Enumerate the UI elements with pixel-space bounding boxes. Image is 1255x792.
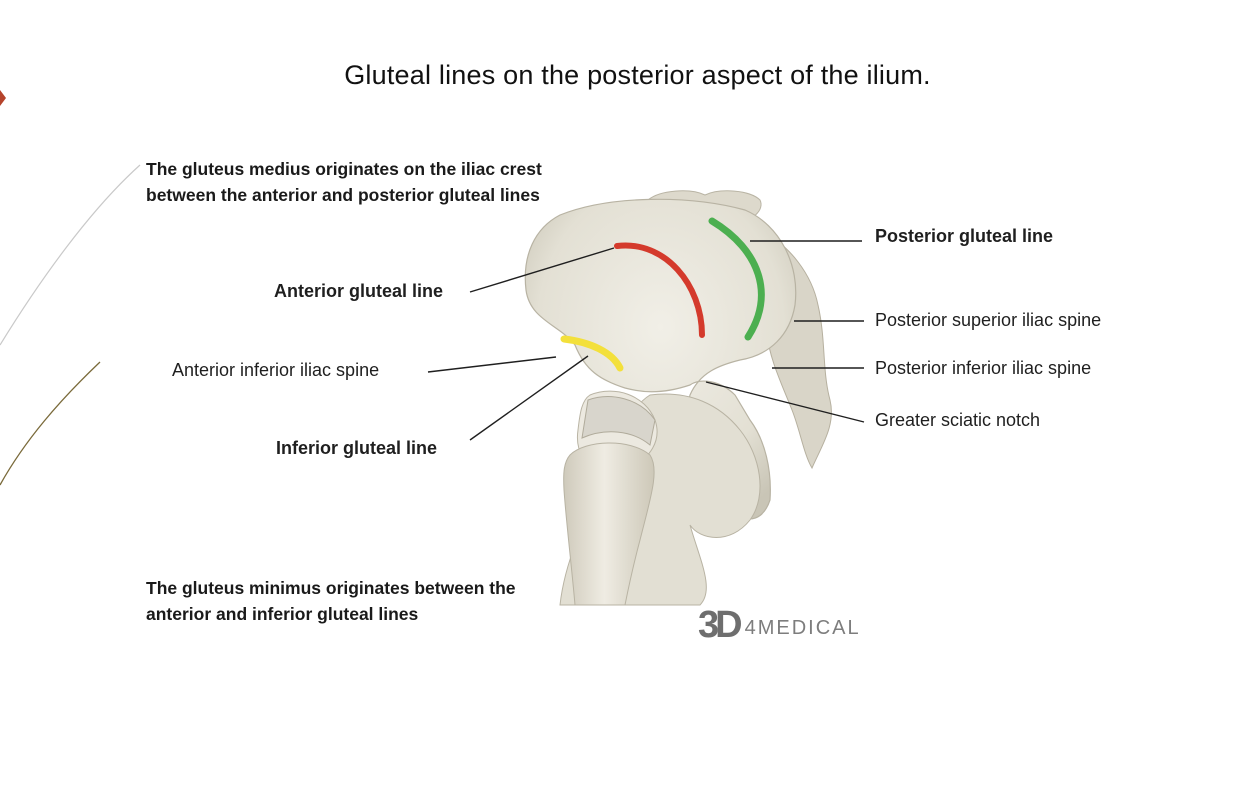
leader-anterior-inferior-iliac-spine [428,357,556,372]
label-anterior-gluteal-line: Anterior gluteal line [274,281,443,302]
label-greater-sciatic-notch: Greater sciatic notch [875,410,1040,431]
logo-text: 4MEDICAL [745,617,861,640]
label-anterior-inferior-iliac-spine: Anterior inferior iliac spine [172,360,379,381]
gluteus-medius-note: The gluteus medius originates on the ili… [146,156,542,208]
gluteus-medius-note-line1: The gluteus medius originates on the ili… [146,156,542,182]
3d4medical-logo: 3D 4MEDICAL [698,604,861,644]
gluteus-minimus-note-line2: anterior and inferior gluteal lines [146,601,516,627]
gluteus-minimus-note: The gluteus minimus originates between t… [146,575,516,627]
gluteus-minimus-note-line1: The gluteus minimus originates between t… [146,575,516,601]
gluteus-medius-note-line2: between the anterior and posterior glute… [146,182,542,208]
logo-mark: 3D [698,606,739,644]
label-posterior-gluteal-line: Posterior gluteal line [875,226,1053,247]
label-posterior-superior-iliac-spine: Posterior superior iliac spine [875,310,1101,331]
leader-inferior-gluteal-line [470,356,588,440]
label-inferior-gluteal-line: Inferior gluteal line [276,438,437,459]
label-posterior-inferior-iliac-spine: Posterior inferior iliac spine [875,358,1091,379]
